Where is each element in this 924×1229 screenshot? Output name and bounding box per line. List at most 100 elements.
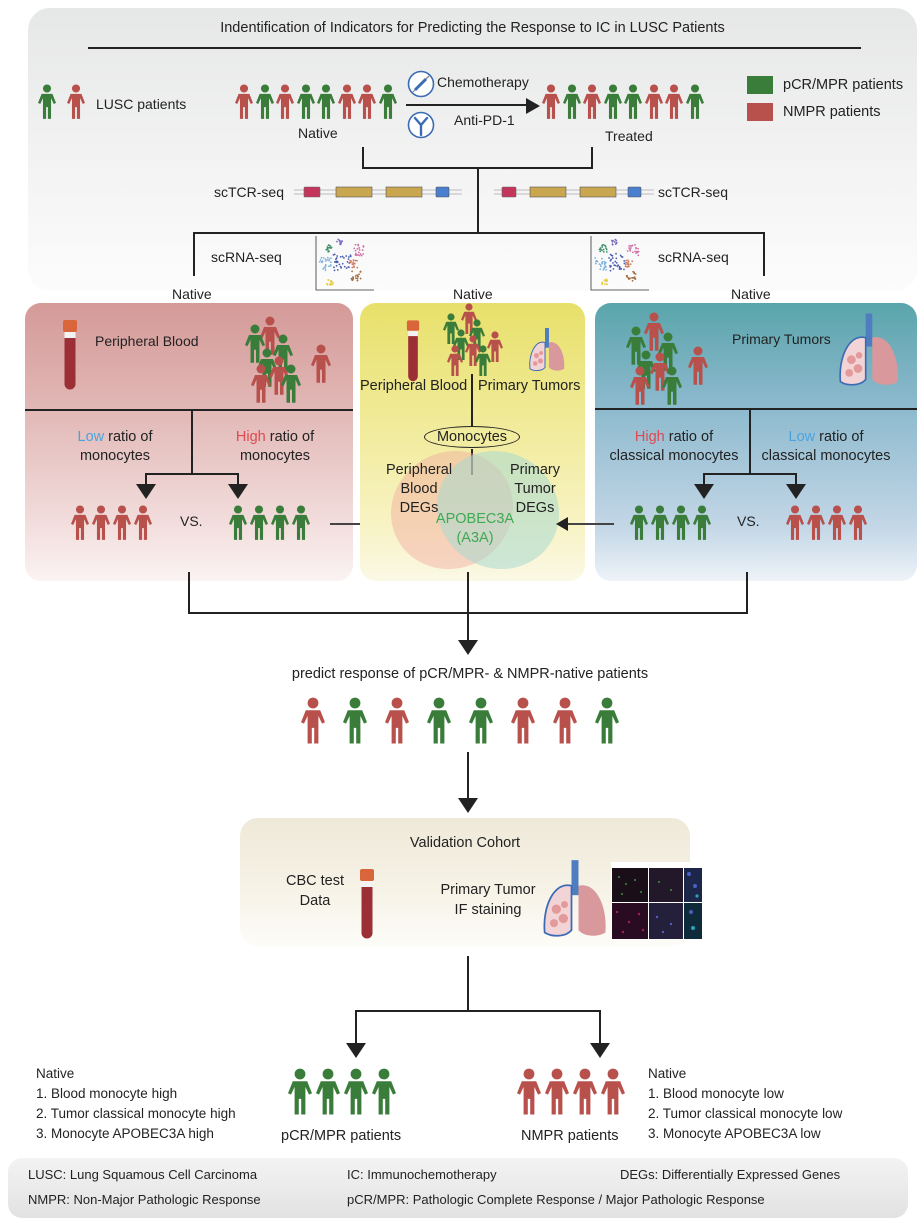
person-icon-red <box>234 84 254 120</box>
cbc-line1: CBC test <box>285 873 344 889</box>
merge-down <box>467 612 469 642</box>
treated-label: Treated <box>605 128 653 144</box>
person-icon-red <box>600 1068 626 1116</box>
venn-right-line3: DEGs <box>515 500 555 516</box>
abbr-degs: DEGs: Differentially Expressed Genes <box>620 1167 841 1182</box>
high-word: High <box>634 429 665 445</box>
tumor-split-stem <box>749 408 751 474</box>
blood-nmpr-group <box>70 505 158 541</box>
connector-treated <box>591 147 593 169</box>
high-line2: monocytes <box>239 448 311 464</box>
pcr-patient-group <box>287 1068 405 1118</box>
person-icon-red <box>133 505 153 541</box>
blood-tube-icon-validation <box>359 866 375 942</box>
blood-low-ratio-label: Low ratio of monocytes <box>50 428 180 466</box>
low-rest: ratio of <box>104 429 153 445</box>
person-icon-red <box>688 346 708 386</box>
blood-high-ratio-label: High ratio of monocytes <box>205 428 345 466</box>
if-staining-label: Primary Tumor IF staining <box>438 880 538 920</box>
pcr-group-label: pCR/MPR patients <box>281 1128 402 1144</box>
arrow-down-tumor-right <box>786 484 806 499</box>
patient-crowd-tumor <box>622 312 712 408</box>
tumor-split-right <box>795 473 797 485</box>
outcome-right <box>599 1010 601 1045</box>
merge-left <box>188 572 190 614</box>
low-word: Low <box>788 429 816 445</box>
person-icon-red <box>516 1068 542 1116</box>
nmpr-patient-group <box>516 1068 634 1118</box>
person-icon-green <box>291 505 311 541</box>
treated-patient-chain <box>541 84 716 122</box>
tcr-gene-icon-left <box>294 186 462 198</box>
person-icon-green <box>468 697 494 745</box>
person-icon-red <box>447 345 463 377</box>
person-icon-red <box>251 364 271 404</box>
blood-pcr-group <box>228 505 316 541</box>
person-icon-red <box>582 84 602 120</box>
predict-label: predict response of pCR/MPR- & NMPR-nati… <box>291 666 649 682</box>
venn-right-line1: Primary <box>510 462 560 478</box>
primary-tumors-title: Primary Tumors <box>732 331 831 347</box>
person-icon-red <box>630 366 650 406</box>
tumor-split-bar <box>703 473 797 475</box>
tumor-high-ratio-label: High ratio of classical monocytes <box>600 428 748 466</box>
scrna-label-left: scRNA-seq <box>211 249 282 265</box>
person-icon-red <box>357 84 377 120</box>
abbr-nmpr: NMPR: Non-Major Pathologic Response <box>28 1192 261 1207</box>
high-word: High <box>235 429 266 445</box>
predict-down <box>467 752 469 800</box>
person-icon-red <box>384 697 410 745</box>
chemotherapy-label: Chemotherapy <box>437 74 529 90</box>
venn-right-label: Primary Tumor DEGs <box>505 461 565 518</box>
person-icon-green <box>255 84 275 120</box>
person-icon-red <box>275 84 295 120</box>
anti-pd1-label: Anti-PD-1 <box>454 112 515 128</box>
blood-split-stem <box>191 409 193 474</box>
merge-right <box>746 572 748 614</box>
tumor-vs-label: VS. <box>737 513 760 529</box>
tcr-gene-icon-right <box>494 186 654 198</box>
apobec3a-abbr: (A3A) <box>456 530 494 546</box>
native-label-right: Native <box>731 286 771 302</box>
high-rest: ratio of <box>664 429 714 445</box>
person-icon-green <box>594 697 620 745</box>
person-icon-red <box>311 344 331 384</box>
branch-bar <box>193 232 765 234</box>
venn-left-line2: Blood <box>400 481 438 497</box>
tumor-line2: IF staining <box>454 902 522 918</box>
outcome-right-item: 3. Monocyte APOBEC3A low <box>648 1126 821 1141</box>
person-icon-green <box>378 84 398 120</box>
person-icon-green <box>249 505 269 541</box>
lung-icon <box>836 313 902 391</box>
person-icon-green <box>671 505 691 541</box>
legend-swatch-nmpr <box>747 103 773 121</box>
person-icon-green <box>281 364 301 404</box>
abbr-lusc: LUSC: Lung Squamous Cell Carcinoma <box>28 1167 258 1182</box>
validation-title: Validation Cohort <box>409 835 521 851</box>
cbc-line2: Data <box>299 893 331 909</box>
low-line2: monocytes <box>79 448 151 464</box>
tumor-divider <box>595 408 917 410</box>
tumor-low-ratio-label: Low ratio of classical monocytes <box>752 428 900 466</box>
native-label: Native <box>298 125 338 141</box>
apobec3a-gene: APOBEC3A <box>435 511 515 527</box>
treatment-arrow-head <box>526 98 540 114</box>
branch-left <box>193 232 195 276</box>
treatment-arrow-line <box>406 104 528 106</box>
low-word: Low <box>77 429 105 445</box>
person-icon-green <box>650 505 670 541</box>
person-icon-red <box>806 505 826 541</box>
overview-panel <box>28 8 917 291</box>
connector-trunk <box>477 167 479 234</box>
person-icon-red <box>544 1068 570 1116</box>
arrow-left-to-venn <box>556 517 568 531</box>
monocytes-ellipse: Monocytes <box>424 426 520 448</box>
outcome-left-item: 1. Blood monocyte high <box>36 1086 178 1101</box>
blood-split-left <box>145 473 147 485</box>
person-icon-red <box>848 505 868 541</box>
person-icon-green <box>37 84 57 120</box>
blood-tube-icon-center <box>406 320 420 382</box>
outcome-right-heading: Native <box>648 1066 687 1081</box>
arrow-down-validation <box>458 798 478 813</box>
person-icon-red <box>552 697 578 745</box>
